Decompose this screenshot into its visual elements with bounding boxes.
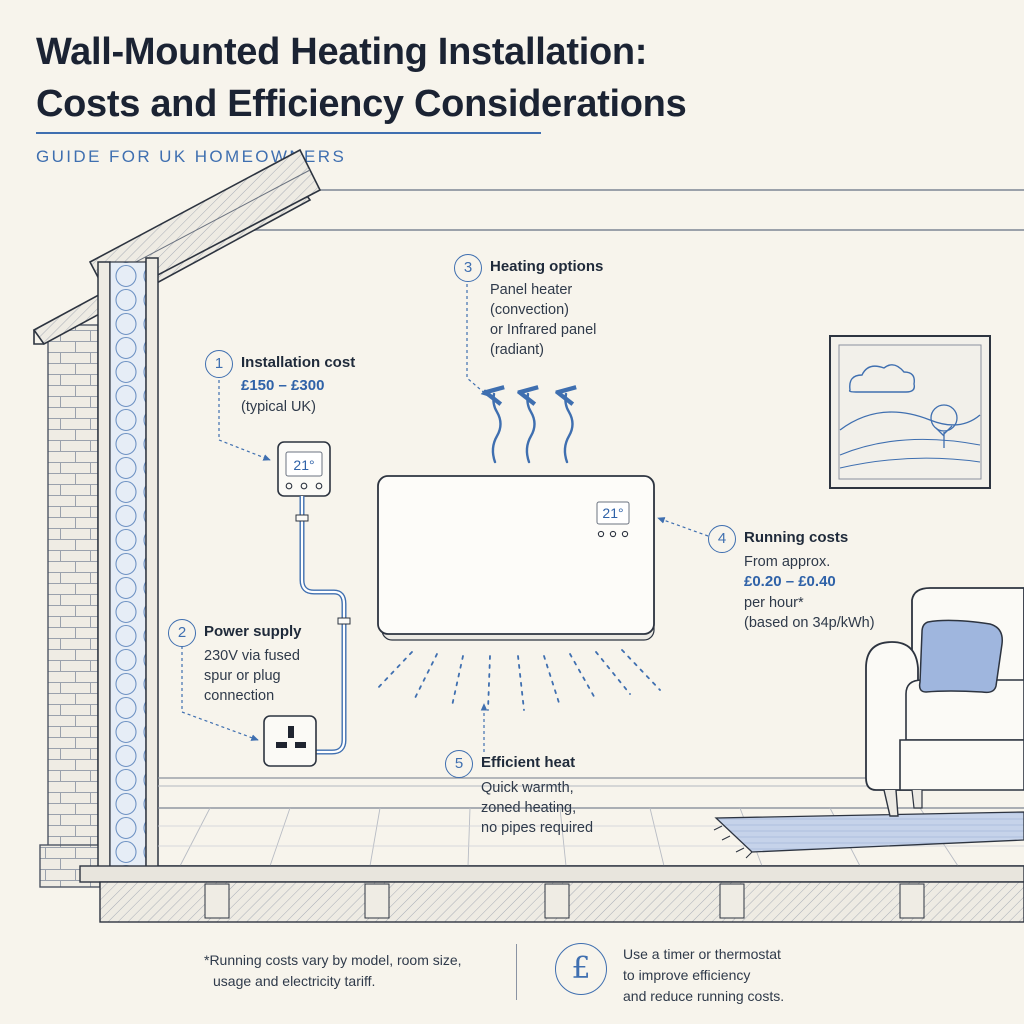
insulated-cavity-wall (97, 257, 159, 869)
heat-waves-rising (493, 394, 573, 464)
callout-number: 5 (445, 750, 473, 778)
room-back-wall (239, 189, 1024, 231)
running-costs-footnote: *Running costs vary by model, room size,… (204, 950, 462, 992)
callout-number: 1 (205, 350, 233, 378)
title-line-2: Costs and Efficiency Considerations (36, 83, 687, 125)
running-cost-value: £0.20 – £0.40 (744, 573, 836, 590)
callout-line: 230V via fused (204, 648, 300, 664)
callout-line: Panel heater (490, 282, 573, 298)
wall-socket (263, 715, 317, 767)
floor-rug (713, 811, 1024, 859)
callout-line: spur or plug (204, 668, 281, 684)
tip-line: Use a timer or thermostat (623, 946, 781, 962)
callout-number: 3 (454, 254, 482, 282)
brick-exterior-wall (39, 324, 101, 888)
efficiency-tip: Use a timer or thermostat to improve eff… (623, 944, 784, 1007)
thermostat-display: 21° (293, 457, 315, 473)
callout-title: Heating options (490, 258, 604, 275)
wall-thermostat (277, 441, 331, 497)
title-line-1: Wall-Mounted Heating Installation: (36, 31, 648, 73)
armchair (865, 587, 1024, 817)
callout-line: no pipes required (481, 820, 594, 836)
pound-coin-icon: £ (555, 943, 607, 995)
callout-leaders (181, 284, 709, 752)
callout-title: Running costs (744, 529, 849, 546)
callout-line: From approx. (744, 554, 831, 570)
callout-line: Quick warmth, (481, 780, 574, 796)
tip-line: to improve efficiency (623, 967, 751, 983)
framed-landscape-picture (829, 335, 991, 489)
radiant-heat-lines (375, 649, 661, 711)
footnote-line: usage and electricity tariff. (213, 973, 376, 989)
floor (79, 807, 1024, 923)
heater-display: 21° (602, 505, 624, 521)
page-title: Wall-Mounted Heating Installation: Costs… (36, 26, 687, 130)
callout-line: per hour* (744, 595, 804, 611)
title-underline (36, 132, 541, 134)
page-subtitle: GUIDE FOR UK HOMEOWNERS (36, 147, 347, 166)
callout-line: zoned heating, (481, 800, 577, 816)
panel-heater (377, 475, 655, 641)
callout-line: (convection) (490, 302, 569, 318)
callout-line: (typical UK) (241, 399, 316, 415)
callout-number: 2 (168, 619, 196, 647)
callout-line: (radiant) (490, 342, 544, 358)
installation-cost-value: £150 – £300 (241, 377, 325, 394)
callout-title: Power supply (204, 623, 302, 640)
callout-number: 4 (708, 525, 736, 553)
callout-line: (based on 34p/kWh) (744, 615, 875, 631)
callout-title: Efficient heat (481, 754, 576, 771)
callout-line: connection (204, 688, 275, 704)
power-cable-conduit (295, 496, 351, 755)
footnote-line: *Running costs vary by model, room size, (204, 952, 462, 968)
tip-line: and reduce running costs. (623, 988, 785, 1004)
roof-eave (32, 148, 322, 346)
callout-line: or Infrared panel (490, 322, 597, 338)
callout-title: Installation cost (241, 354, 356, 371)
footer-divider (516, 944, 517, 1000)
